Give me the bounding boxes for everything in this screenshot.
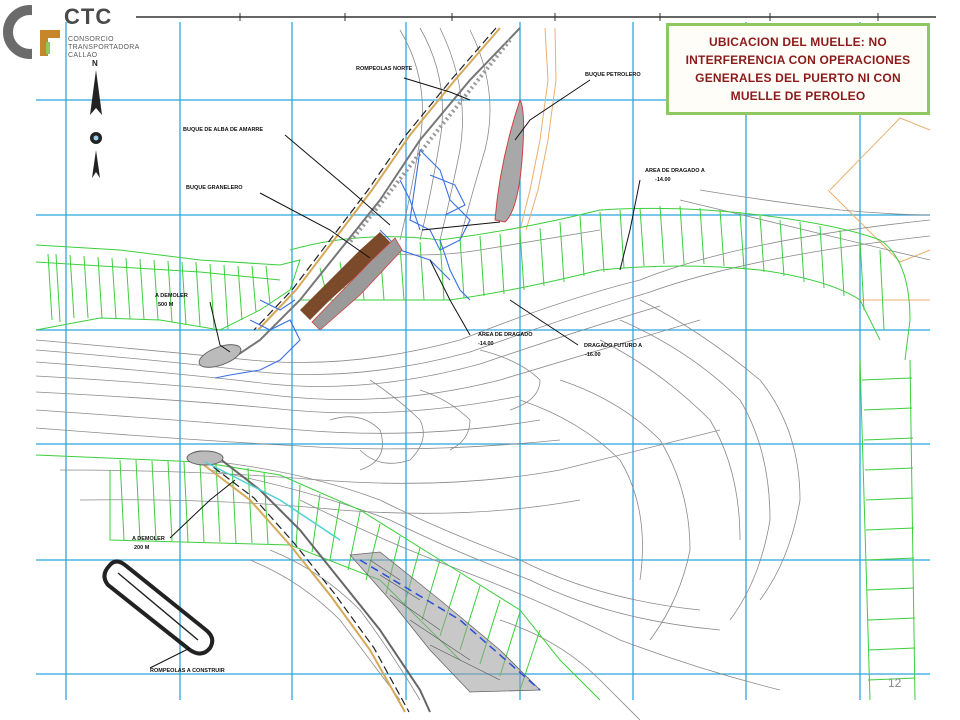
granelero-ship-shape (300, 232, 392, 320)
coordinate-grid (36, 22, 930, 700)
label-buque-alba: BUQUE DE ALBA DE AMARRE (183, 127, 263, 133)
ctc-logo: CTC CONSORCIO TRANSPORTADORA CALLAO (0, 0, 150, 68)
dredge-zone-channel (289, 205, 916, 701)
label-buque-granelero: BUQUE GRANELERO (186, 185, 243, 191)
label-buque-petrolero: BUQUE PETROLERO (585, 72, 641, 78)
rompeolas-norte (229, 27, 521, 361)
label-area-dragado-depth: -14.00 (478, 341, 494, 347)
label-dragado-futuro-depth: -16.00 (585, 352, 601, 358)
tanker-ship-shape (494, 98, 525, 223)
callout-text: UBICACION DEL MUELLE: NO INTERFERENCIA C… (685, 35, 911, 103)
label-dragado-futuro: DRAGADO FUTURO A (584, 343, 642, 349)
property-lines (519, 27, 931, 301)
alba-ship-shape (311, 237, 403, 331)
dredge-zone-south (35, 454, 601, 701)
demolish-area-1 (198, 344, 242, 368)
label-a-demoler-2: A DEMOLER (132, 536, 165, 542)
rompeolas-sur (186, 450, 431, 713)
label-rompeolas-construir: ROMPEOLAS A CONSTRUIR (150, 668, 225, 674)
logo-line-3: CALLAO (68, 52, 98, 59)
north-label: N (92, 59, 98, 68)
callout-box: UBICACION DEL MUELLE: NO INTERFERENCIA C… (666, 23, 930, 115)
north-arrow-icon: N (90, 59, 102, 178)
label-rompeolas-norte: ROMPEOLAS NORTE (356, 66, 413, 72)
berth-blue-structures (214, 148, 471, 379)
logo-line-1: CONSORCIO (68, 36, 114, 43)
bathymetry-contours (35, 27, 931, 720)
page-number: 12 (888, 676, 902, 690)
label-a-demoler-2-len: 200 M (134, 545, 150, 551)
ships (300, 98, 525, 331)
logo-line-2: TRANSPORTADORA (68, 44, 140, 51)
rock-fill-area (349, 551, 541, 693)
dredge-zone-west (35, 244, 301, 331)
ctc-logo-mark (3, 0, 64, 64)
label-a-demoler-1-len: 500 M (158, 302, 174, 308)
label-a-demoler-1: A DEMOLER (155, 293, 188, 299)
proposed-breakwater (102, 559, 215, 656)
frame-ticks (239, 13, 879, 21)
label-area-dragado: AREA DE DRAGADO (478, 332, 533, 338)
label-area-dragado-a-depth: -14.00 (655, 177, 671, 183)
leader-lines (149, 77, 641, 669)
label-area-dragado-a: AREA DE DRAGADO A (645, 168, 705, 174)
map-labels: ROMPEOLAS NORTE BUQUE PETROLERO BUQUE DE… (132, 66, 705, 674)
ctc-brand-text: CTC (64, 4, 113, 29)
